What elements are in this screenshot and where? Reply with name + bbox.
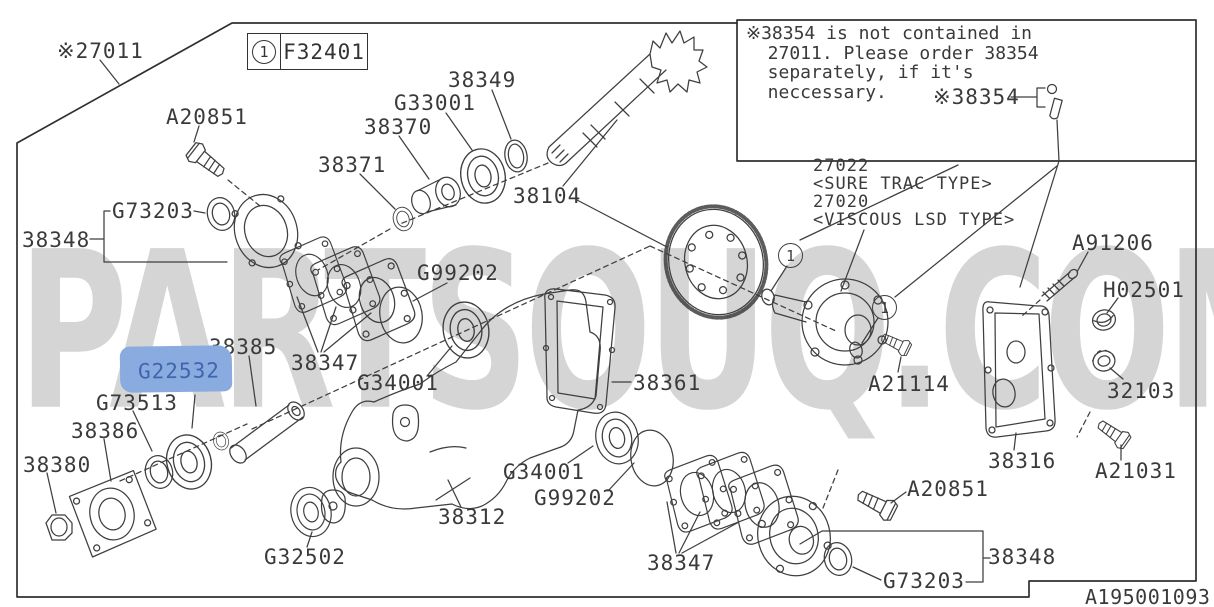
part-label-38386[interactable]: 38386 <box>71 419 140 443</box>
note-text: ※38354 is not contained in 27011. Please… <box>746 23 1039 103</box>
part-label-g34001-bottom[interactable]: G34001 <box>503 460 585 484</box>
part-label-38371[interactable]: 38371 <box>318 153 387 177</box>
legend-figure-number: F32401 <box>283 39 365 64</box>
part-label-38348-top[interactable]: 38348 <box>22 228 91 252</box>
part-label-38348-bottom[interactable]: 38348 <box>988 545 1057 569</box>
part-label-g33001[interactable]: G33001 <box>394 91 476 115</box>
spacer-38385 <box>229 401 305 464</box>
diagram-border <box>16 19 1197 598</box>
drawing-number: A195001093 <box>1085 585 1211 607</box>
lock-nut-38380 <box>45 514 73 541</box>
side-gasket-38361 <box>542 288 616 414</box>
carrier-housing-38312 <box>320 289 601 524</box>
part-label-a21031[interactable]: A21031 <box>1095 459 1177 483</box>
part-label-38312[interactable]: 38312 <box>438 505 507 529</box>
stud-a91206 <box>1021 268 1079 317</box>
part-label-38354[interactable]: ※38354 <box>933 85 1020 109</box>
ring-gear-drawing <box>663 204 769 320</box>
legend-circle-cell: 1 <box>248 34 281 69</box>
part-label-a21114[interactable]: A21114 <box>868 372 950 396</box>
part-label-g99202-top[interactable]: G99202 <box>417 261 499 285</box>
alignment-dashes <box>119 162 839 509</box>
companion-flange-38386 <box>68 469 157 558</box>
part-label-38361[interactable]: 38361 <box>633 371 702 395</box>
part-callout-1b[interactable]: 1 <box>872 295 897 320</box>
part-label-a91206[interactable]: A91206 <box>1072 231 1154 255</box>
pin-38354 <box>1019 83 1063 288</box>
part-label-a20851-bottom[interactable]: A20851 <box>907 477 989 501</box>
stud-bolt-a20851-top <box>183 139 261 207</box>
part-label-g73513[interactable]: G73513 <box>96 391 178 415</box>
part-label-a20851-top[interactable]: A20851 <box>166 105 248 129</box>
part-label-38370[interactable]: 38370 <box>364 115 433 139</box>
roller-bearing-38370 <box>411 176 461 215</box>
part-label-38347-top[interactable]: 38347 <box>291 351 360 375</box>
part-label-38380[interactable]: 38380 <box>23 453 92 477</box>
part-label-38104[interactable]: 38104 <box>513 184 582 208</box>
figure-legend[interactable]: 1 F32401 <box>247 33 368 70</box>
plug-h02501 <box>1091 309 1117 331</box>
watermark: PARTSOUQ.COM <box>18 206 1214 459</box>
alignment-dash-a21031 <box>1076 411 1091 438</box>
snap-ring-38349 <box>504 139 528 173</box>
leader-lines <box>46 59 1124 583</box>
plug-32103 <box>1091 349 1116 372</box>
part-label-38347-bottom[interactable]: 38347 <box>647 551 716 575</box>
legend-callout-circle: 1 <box>252 39 276 64</box>
part-label-g99202-bottom[interactable]: G99202 <box>534 486 616 510</box>
part-callout-1a[interactable]: 1 <box>778 243 803 268</box>
part-label-g22532[interactable]: G22532 <box>119 345 233 393</box>
part-label-32103[interactable]: 32103 <box>1107 379 1176 403</box>
part-label-g32502[interactable]: G32502 <box>264 545 346 569</box>
type-block-labels[interactable]: 27022 <SURE TRAC TYPE> 27020 <VISCOUS LS… <box>813 156 1016 230</box>
pinion-shaft-38104 <box>546 30 708 167</box>
part-label-g34001-top[interactable]: G34001 <box>357 371 439 395</box>
part-label-27011[interactable]: ※27011 <box>57 39 144 63</box>
part-label-g73203-bottom[interactable]: G73203 <box>883 569 965 593</box>
part-label-g73203-top[interactable]: G73203 <box>112 199 194 223</box>
retainer-flange-bottom <box>757 495 832 577</box>
part-label-h02501[interactable]: H02501 <box>1103 278 1185 302</box>
part-label-38349[interactable]: 38349 <box>448 68 517 92</box>
part-label-38316[interactable]: 38316 <box>988 449 1057 473</box>
